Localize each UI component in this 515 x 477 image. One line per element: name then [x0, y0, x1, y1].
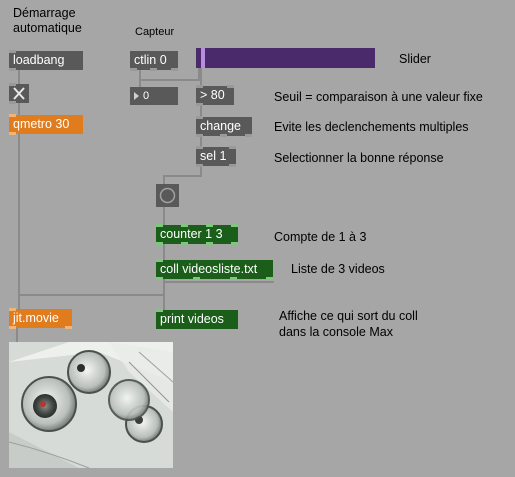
- comment-slider: Slider: [399, 52, 431, 66]
- ctlin-label: ctlin 0: [134, 53, 167, 67]
- change-label: change: [200, 119, 242, 133]
- counter-label: counter 1 3: [160, 227, 223, 241]
- qmetro-label: qmetro 30: [13, 117, 70, 131]
- counter-object[interactable]: counter 1 3: [156, 224, 238, 245]
- slider-knob[interactable]: [201, 48, 205, 68]
- bang-button[interactable]: [156, 184, 179, 207]
- coll-object[interactable]: coll videosliste.txt: [156, 259, 273, 280]
- print-label: print videos: [160, 312, 224, 326]
- comment-demarrage: Démarrage automatique: [13, 6, 82, 35]
- greater-than-object[interactable]: > 80: [196, 85, 234, 106]
- triangle-icon: [134, 92, 139, 101]
- coll-label: coll videosliste.txt: [160, 262, 258, 276]
- qmetro-object[interactable]: qmetro 30: [9, 114, 83, 135]
- video-display[interactable]: [9, 342, 173, 468]
- change-object[interactable]: change: [196, 116, 252, 137]
- sel-label: sel 1: [200, 149, 227, 163]
- slider[interactable]: [196, 48, 375, 68]
- comment-affiche: Affiche ce qui sort du coll dans la cons…: [279, 309, 418, 339]
- circle-icon: [159, 187, 176, 204]
- ctlin-object[interactable]: ctlin 0: [130, 51, 178, 71]
- loadbang-label: loadbang: [13, 53, 65, 67]
- comment-evite: Evite les declenchements multiples: [274, 120, 469, 134]
- jit-movie-object[interactable]: jit.movie: [9, 308, 72, 329]
- x-icon: [13, 87, 25, 100]
- number-box[interactable]: 0: [130, 87, 178, 105]
- toggle[interactable]: [9, 83, 29, 104]
- print-object[interactable]: print videos: [156, 309, 238, 329]
- greater-than-label: > 80: [200, 88, 225, 102]
- comment-compte: Compte de 1 à 3: [274, 230, 367, 244]
- sel-object[interactable]: sel 1: [196, 146, 236, 167]
- video-frame-image: [9, 342, 173, 468]
- number-value: 0: [143, 90, 150, 102]
- loadbang-object[interactable]: loadbang: [9, 50, 83, 71]
- comment-liste: Liste de 3 videos: [291, 262, 385, 276]
- comment-capteur: Capteur: [135, 26, 175, 38]
- comment-seuil: Seuil = comparaison à une valeur fixe: [274, 90, 483, 104]
- jit-movie-label: jit.movie: [13, 311, 59, 325]
- comment-selectionner: Selectionner la bonne réponse: [274, 151, 444, 165]
